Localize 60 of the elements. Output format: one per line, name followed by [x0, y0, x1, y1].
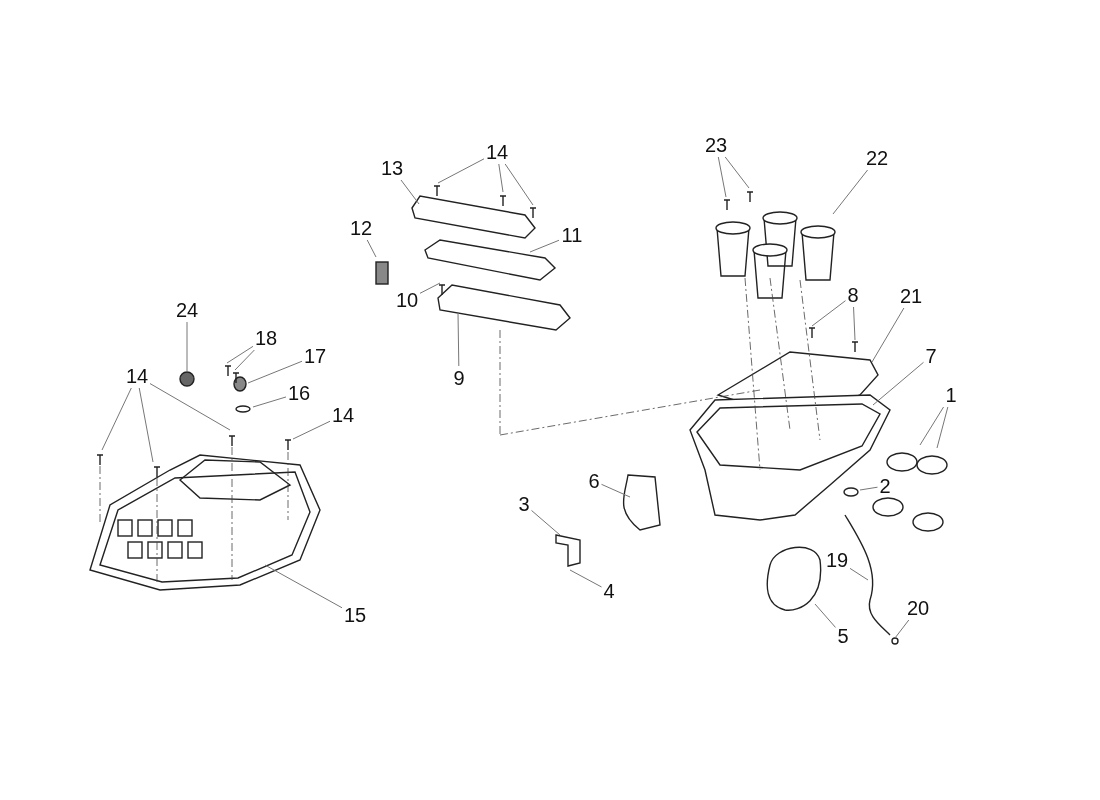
callout-number: 5: [836, 625, 850, 647]
callout-number: 21: [899, 285, 923, 307]
leader-line: [457, 312, 460, 367]
callout-number: 2: [878, 475, 892, 497]
leader-line: [529, 239, 560, 253]
leader-line: [531, 509, 561, 536]
leader-line: [919, 406, 945, 446]
leader-line: [871, 307, 905, 363]
callout-number: 19: [825, 549, 849, 571]
leader-line: [234, 349, 255, 371]
leader-line: [252, 396, 287, 408]
leader-line: [936, 406, 949, 449]
leader-line: [264, 564, 343, 609]
leader-line: [292, 420, 331, 440]
leader-line: [498, 163, 504, 193]
leader-line: [811, 300, 846, 327]
callout-number: 1: [944, 384, 958, 406]
callout-number: 9: [452, 367, 466, 389]
callout-number: 14: [125, 365, 149, 387]
callout-number: 11: [560, 224, 584, 246]
callout-number: 10: [395, 289, 419, 311]
leader-line: [853, 306, 856, 341]
callout-number: 22: [865, 147, 889, 169]
leader-line: [724, 156, 750, 189]
leader-line: [894, 619, 910, 639]
callout-number: 15: [343, 604, 367, 626]
leader-line: [569, 569, 602, 588]
leader-line: [717, 156, 727, 198]
callout-number: 6: [587, 470, 601, 492]
callout-number: 17: [303, 345, 327, 367]
leader-line: [504, 163, 534, 206]
leader-line: [149, 383, 231, 431]
callout-number: 14: [331, 404, 355, 426]
leader-line: [814, 603, 836, 628]
callout-number: 14: [485, 141, 509, 163]
leader-line: [859, 486, 878, 491]
callout-number: 13: [380, 157, 404, 179]
callout-number: 7: [924, 345, 938, 367]
leader-line: [849, 567, 869, 581]
leader-line: [872, 361, 924, 406]
callout-number: 16: [287, 382, 311, 404]
leader-line: [601, 483, 631, 498]
callout-number: 4: [602, 580, 616, 602]
callout-number: 8: [846, 284, 860, 306]
callout-number: 24: [175, 299, 199, 321]
leader-line: [101, 387, 132, 451]
leader-line: [832, 169, 869, 215]
callout-number: 20: [906, 597, 930, 619]
leader-line: [419, 282, 441, 294]
leader-line: [247, 360, 303, 384]
leader-line: [400, 179, 420, 205]
leader-line: [138, 387, 154, 463]
callout-number: 12: [349, 217, 373, 239]
leader-line: [366, 239, 377, 258]
leader-line: [186, 321, 188, 373]
callout-number: 3: [517, 493, 531, 515]
callout-number: 18: [254, 327, 278, 349]
leader-line: [437, 158, 485, 184]
leader-line: [226, 345, 254, 364]
callout-number: 23: [704, 134, 728, 156]
